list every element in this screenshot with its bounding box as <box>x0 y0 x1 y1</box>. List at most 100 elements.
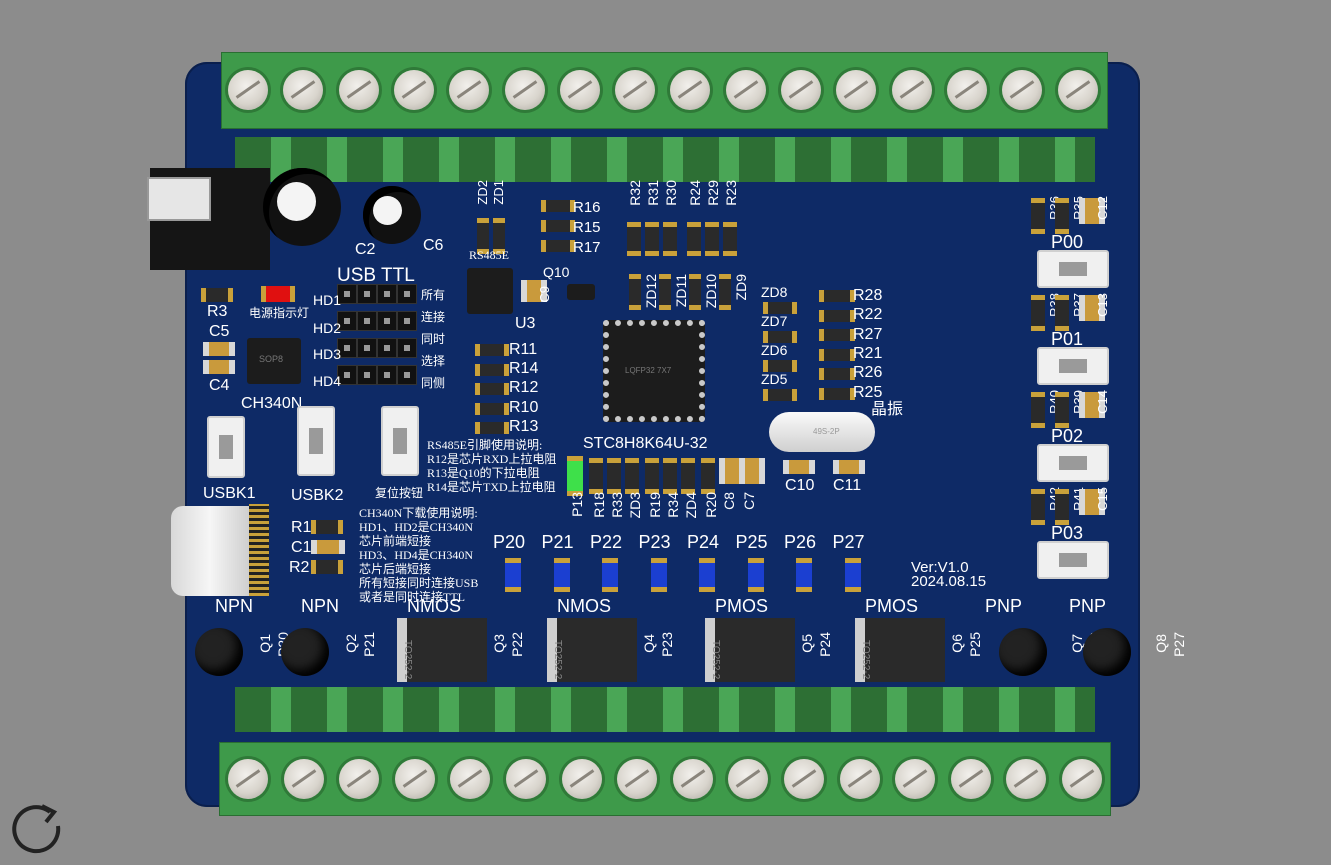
ch340-note-1: CH340N下载使用说明: <box>359 506 478 520</box>
usbk2-button[interactable] <box>297 406 335 476</box>
io-led-p25 <box>747 558 764 592</box>
usb-c-pins <box>249 504 269 596</box>
top-terminal-teeth <box>235 137 1095 182</box>
resistor <box>819 368 855 380</box>
button-p01[interactable] <box>1037 347 1109 385</box>
ref-zd7: ZD7 <box>761 313 788 329</box>
ref-c7: C7 <box>741 492 757 510</box>
io-led-p26 <box>796 558 812 592</box>
terminal-screw <box>1057 70 1098 110</box>
ref-c10: C10 <box>785 477 815 494</box>
resistor-r3 <box>201 288 233 302</box>
resistor-r42 <box>1031 489 1045 525</box>
resistor-r40 <box>1031 392 1045 428</box>
ref-r21: R21 <box>853 345 883 362</box>
terminal-screw <box>559 70 600 110</box>
header-pin <box>397 284 417 304</box>
resistor <box>475 402 509 415</box>
capacitor-c9 <box>521 280 547 302</box>
usb-ttl-label: USB TTL <box>337 265 415 286</box>
resistor-r36 <box>1031 198 1045 234</box>
io-label-p25: P25 <box>735 532 768 552</box>
rs485-note-1: RS485E引脚使用说明: <box>427 438 543 452</box>
button-label-p01: P01 <box>1051 329 1084 349</box>
terminal-screw <box>1062 759 1102 799</box>
header-pin <box>397 311 417 331</box>
ref-zd6: ZD6 <box>761 342 788 358</box>
button-p03[interactable] <box>1037 541 1109 579</box>
ref-r14: R14 <box>509 360 539 377</box>
zener-diode <box>763 389 797 401</box>
mcu-marking: LQFP32 7X7 <box>625 366 672 375</box>
zener-diode <box>629 274 641 310</box>
driver-port-5: P24 <box>817 632 833 657</box>
ref-c1: C1 <box>291 539 312 556</box>
button-p00[interactable] <box>1037 250 1109 288</box>
terminal-screw <box>506 759 546 799</box>
transistor-q7 <box>999 628 1047 676</box>
terminal-screw <box>228 759 268 799</box>
ref-r26: R26 <box>853 364 883 381</box>
ref-r16: R16 <box>573 199 601 216</box>
resistor <box>705 222 719 256</box>
crystal-oscillator: 49S-2P <box>769 412 875 452</box>
crystal-label: 晶振 <box>871 401 904 418</box>
ref-zd9: ZD9 <box>733 274 749 301</box>
ref-r1: R1 <box>291 519 312 536</box>
terminal-screw <box>725 70 766 110</box>
driver-type-8: PNP <box>1069 596 1107 616</box>
resistor <box>475 422 509 434</box>
terminal-screw <box>283 759 324 799</box>
zener-diode <box>763 331 797 343</box>
reset-button[interactable] <box>381 406 419 476</box>
driver-port-2: P21 <box>361 632 377 657</box>
header-pin <box>377 284 397 304</box>
ref-p13: P13 <box>569 492 585 517</box>
terminal-screw <box>449 70 490 110</box>
capacitor-c10 <box>783 460 815 474</box>
resistor-r16 <box>541 200 575 212</box>
resistor <box>819 290 855 302</box>
ch340-note-7: 或者是同时连接TTL <box>359 590 465 604</box>
mosfet-q5: TO252-2 <box>705 618 795 682</box>
header-label-hd1: HD1 <box>313 292 342 308</box>
smd-component <box>663 458 677 494</box>
ref-zd4: ZD4 <box>683 492 699 519</box>
smd-component <box>607 458 621 494</box>
header-note-4: 选择 <box>421 354 446 368</box>
terminal-screw <box>283 70 324 110</box>
ref-r23: R23 <box>723 180 739 206</box>
ch340-note-3: 芯片前端短接 <box>359 534 432 548</box>
to252-marking: TO252-2 <box>710 640 721 680</box>
usbk1-button[interactable] <box>207 416 245 478</box>
ch340n-chip: SOP8 <box>247 338 301 384</box>
resistor <box>687 222 701 256</box>
driver-ref-8: Q8 <box>1153 634 1169 653</box>
terminal-screw <box>450 759 491 799</box>
capacitor-c12 <box>1079 198 1105 224</box>
ref-zd12: ZD12 <box>643 274 659 309</box>
ref-c9: C9 <box>537 286 552 303</box>
resistor <box>627 222 641 256</box>
ref-r3: R3 <box>207 303 228 320</box>
ref-r18: R18 <box>591 492 607 518</box>
resistor <box>475 344 509 356</box>
button-p02[interactable] <box>1037 444 1109 482</box>
terminal-screw <box>839 759 880 799</box>
ref-r28: R28 <box>853 287 883 304</box>
header-pin <box>357 284 377 304</box>
zener-zd2 <box>477 218 489 254</box>
terminal-screw <box>1006 759 1047 799</box>
smd-component <box>589 458 603 494</box>
header-pin <box>357 311 377 331</box>
ref-r27: R27 <box>853 326 883 343</box>
to252-marking: TO252-2 <box>402 640 413 680</box>
crystal-marking: 49S-2P <box>813 427 840 436</box>
driver-type-1: NPN <box>215 596 254 616</box>
io-led-p22 <box>602 558 618 592</box>
rotate-cw-icon[interactable] <box>8 800 66 858</box>
resistor <box>819 329 855 341</box>
capacitor <box>739 458 765 484</box>
resistor <box>663 222 677 256</box>
